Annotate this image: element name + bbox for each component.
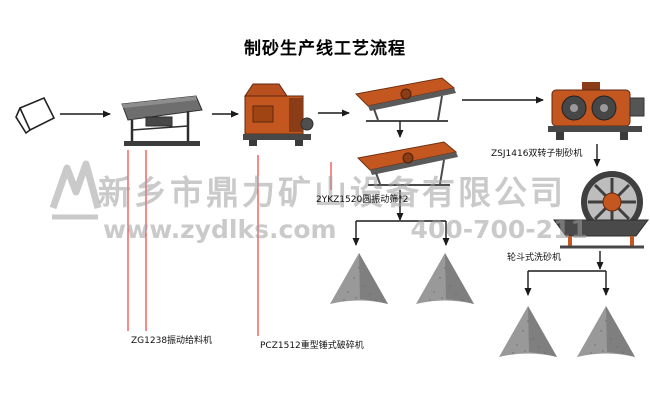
sand-pile-cone-icon: [495, 300, 561, 366]
watermark-contact: www.zydlks.com 400-700-211: [103, 215, 588, 244]
watermark-company-text: 新乡市鼎力矿山设备有限公司: [98, 173, 566, 212]
label-sand-making-machine: ZSJ1416双转子制砂机: [491, 149, 583, 159]
stone-block-icon: [14, 94, 58, 136]
hammer-crusher-icon: [243, 82, 315, 154]
sand-pile-cone-icon: [573, 300, 639, 366]
vibrating-feeder-icon: [116, 92, 208, 150]
sand-pile-cone-icon: [412, 250, 478, 310]
company-logo-icon: [48, 158, 102, 224]
label-hammer-crusher: PCZ1512重型锤式破碎机: [260, 341, 364, 351]
page-title: 制砂生产线工艺流程: [244, 39, 406, 59]
sand-pile-cone-icon: [326, 250, 392, 310]
label-vibrating-feeder: ZG1238振动给料机: [131, 336, 213, 346]
vibrating-screen-icon: [356, 140, 462, 188]
vibrating-screen-icon: [354, 76, 460, 124]
annotation-lines: [127, 150, 332, 336]
label-wheel-sand-washer: 轮斗式洗砂机: [507, 253, 562, 263]
sand-making-machine-icon: [548, 82, 646, 144]
wheel-sand-washer-icon: [552, 170, 650, 250]
watermark-website: www.zydlks.com: [103, 215, 337, 244]
label-vibrating-screen: 2YKZ1520圆振动筛*2: [316, 195, 409, 205]
